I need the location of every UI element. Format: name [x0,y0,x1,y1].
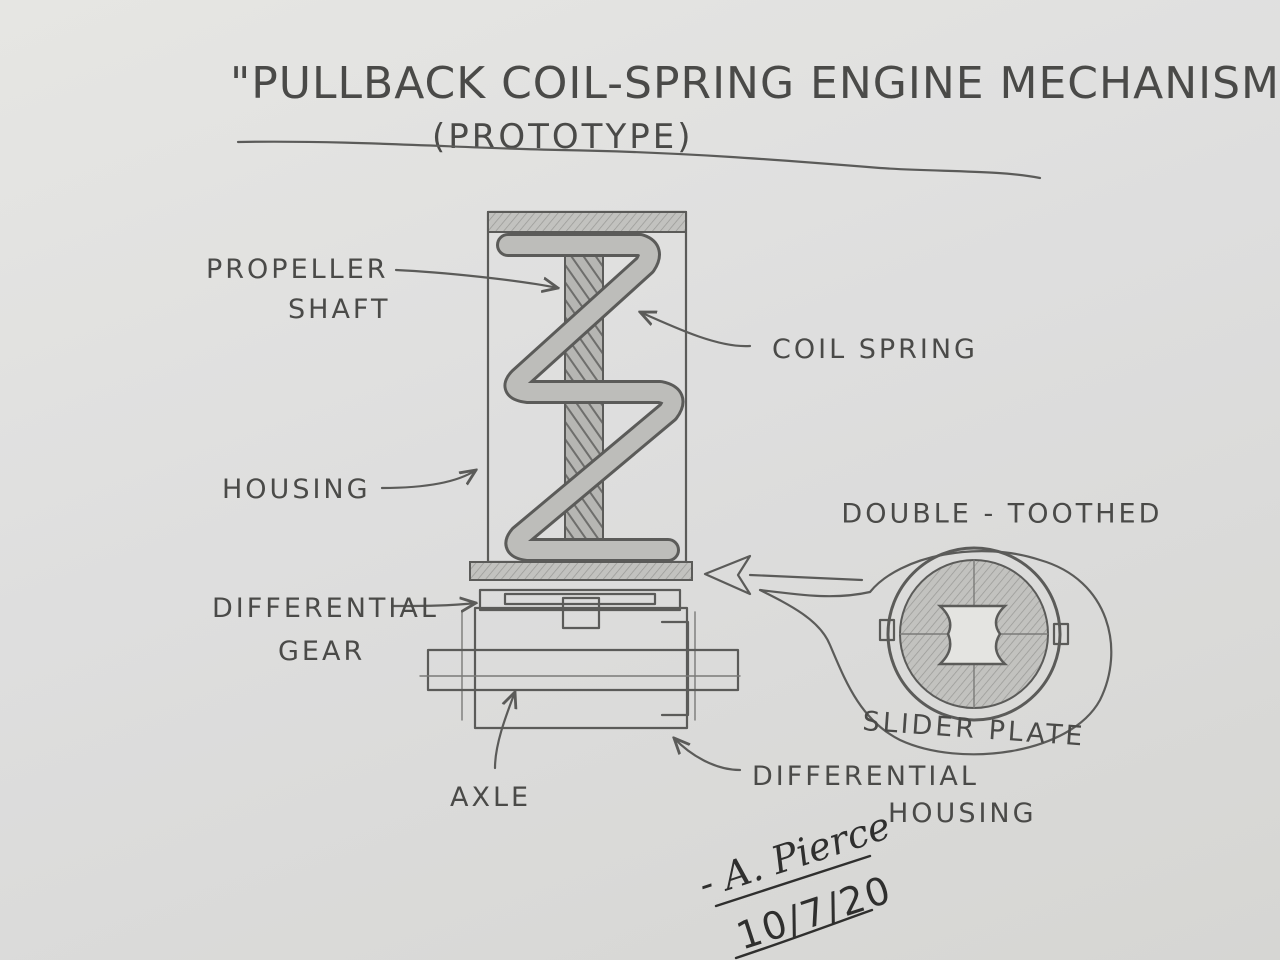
label-differential-housing-2: HOUSING [888,798,1037,829]
diagram-title: "PULLBACK COIL-SPRING ENGINE MECHANISM" [230,58,1280,109]
title-underline [236,140,1042,180]
arrow-differential-housing [674,738,742,772]
label-axle: AXLE [450,782,531,813]
arrow-housing [380,470,476,490]
label-housing: HOUSING [222,474,371,505]
coil-spring-fill [499,236,682,559]
arrow-coil-spring [640,312,752,348]
axle [419,648,741,692]
label-propeller-shaft-1: PROPELLER [206,254,389,285]
slider-plate-detail [758,546,1113,756]
arrow-differential-gear [390,603,476,606]
differential-housing [461,606,696,730]
arrow-propeller-shaft [394,268,558,288]
arrow-axle [493,692,515,770]
label-double-toothed: DOUBLE - TOOTHED [841,499,1162,530]
slider-plate [469,561,693,581]
arrow-slider-plate [703,554,864,596]
date-underline [734,908,874,960]
label-coil-spring: COIL SPRING [772,334,978,365]
differential-gear [478,588,682,630]
label-differential-housing-1: DIFFERENTIAL [752,761,979,792]
label-differential-gear-1: DIFFERENTIAL [212,593,439,624]
label-slider-plate: SLIDER PLATE [862,706,1087,752]
signature-underline [714,854,872,908]
label-propeller-shaft-2: SHAFT [288,294,390,325]
label-differential-gear-2: GEAR [278,636,365,667]
